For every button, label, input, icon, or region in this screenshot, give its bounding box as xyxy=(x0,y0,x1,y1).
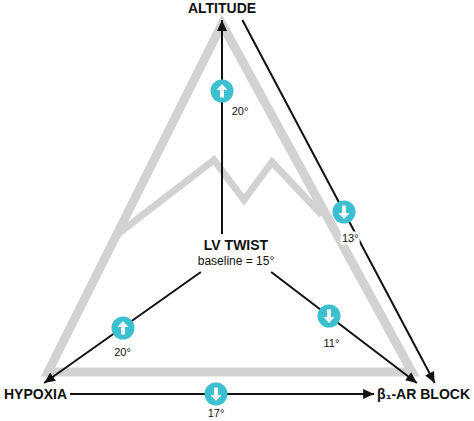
angle-value: 17° xyxy=(207,407,226,420)
arrow-connector xyxy=(242,20,434,383)
angle-value: 20° xyxy=(113,345,132,358)
angle-value: 13° xyxy=(341,232,360,245)
change-icon xyxy=(332,200,356,224)
angle-value: 20° xyxy=(231,104,250,117)
concept-node: LV TWISTbaseline = 15° xyxy=(198,237,275,269)
node-title: HYPOXIA xyxy=(4,386,67,403)
change-icon xyxy=(210,79,234,103)
change-icon xyxy=(204,382,228,406)
snow-ridge xyxy=(117,160,323,235)
mountain-outline xyxy=(48,24,412,372)
arrow-connector xyxy=(221,20,223,234)
concept-node: ALTITUDE xyxy=(188,0,256,17)
concept-node: HYPOXIA xyxy=(4,386,67,403)
angle-value: 11° xyxy=(323,337,341,350)
concept-node: β₁-AR BLOCK xyxy=(377,386,470,403)
node-title: ALTITUDE xyxy=(188,0,256,17)
node-subtitle: baseline = 15° xyxy=(198,254,275,269)
arrow-connector xyxy=(271,272,417,383)
node-title: β₁-AR BLOCK xyxy=(377,386,470,403)
node-title: LV TWIST xyxy=(198,237,275,254)
change-icon xyxy=(317,304,341,328)
arrow-connector xyxy=(44,272,201,383)
change-icon xyxy=(111,316,135,340)
